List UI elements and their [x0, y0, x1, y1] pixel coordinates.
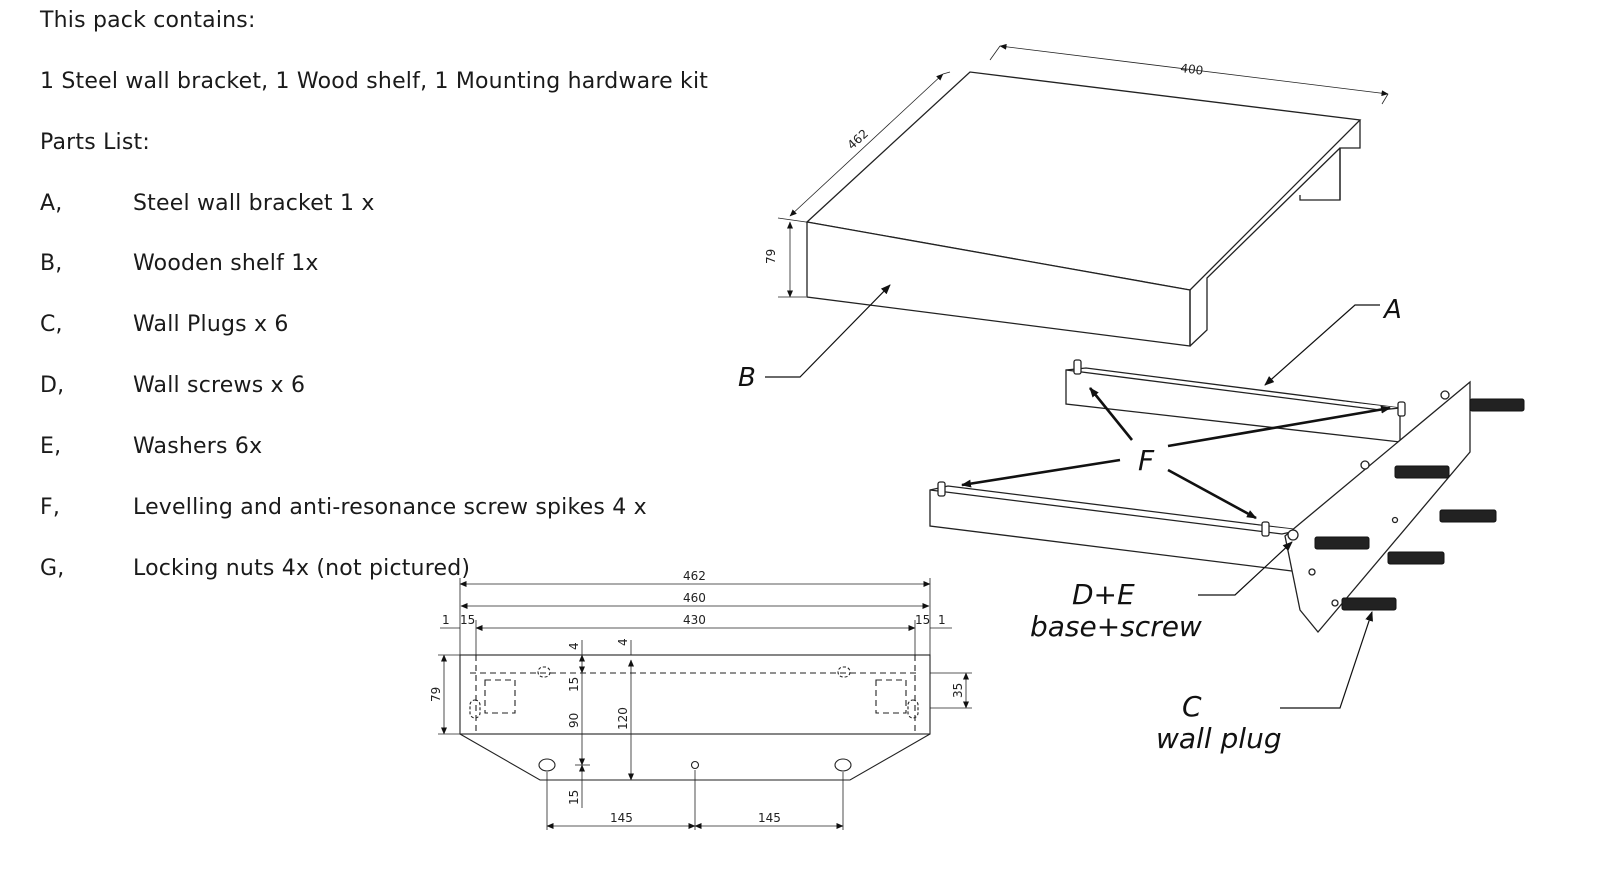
plan-dim-15-left: 15 [460, 613, 475, 627]
part-letter: B, [40, 251, 63, 276]
part-description: Wooden shelf 1x [133, 251, 319, 276]
plan-dim-1-right: 1 [938, 613, 946, 627]
dim-400-label: 400 [1180, 61, 1204, 78]
bracket-iso [929, 359, 1471, 634]
part-letter: F, [40, 495, 61, 520]
plan-dim-4-b: 4 [616, 638, 630, 646]
part-description: Steel wall bracket 1 x [133, 191, 375, 216]
plan-dim-430: 430 [683, 613, 706, 627]
callout-c [1280, 611, 1373, 709]
callout-f-arrows [961, 387, 1391, 520]
plan-dim-462: 462 [683, 569, 706, 583]
label-a: A [1382, 295, 1402, 325]
part-description: Washers 6x [133, 434, 263, 459]
plan-dim-90: 90 [567, 713, 581, 728]
parts-list-heading: Parts List: [40, 130, 150, 155]
callout-de [1198, 541, 1293, 596]
part-description: Locking nuts 4x (not pictured) [133, 556, 471, 581]
pack-contents-heading: This pack contains: [40, 8, 256, 33]
plan-dim-120: 120 [616, 707, 630, 730]
dim-462-label: 462 [845, 126, 871, 152]
callout-a [1264, 304, 1380, 386]
plan-dim-15-bottom: 15 [567, 790, 581, 805]
part-letter: G, [40, 556, 65, 581]
part-letter: D, [40, 373, 65, 398]
wall-plugs [1314, 398, 1525, 611]
part-letter: A, [40, 191, 63, 216]
plan-dim-1-left: 1 [442, 613, 450, 627]
part-letter: E, [40, 434, 62, 459]
plan-view [459, 654, 931, 781]
dim-79-label: 79 [764, 249, 778, 264]
plan-dim-145-left: 145 [610, 811, 633, 825]
plan-dim-4-a: 4 [567, 642, 581, 650]
label-b: B [738, 363, 756, 393]
label-c-sub: wall plug [1156, 722, 1282, 755]
callout-b [765, 284, 891, 378]
shelf-dimensions [777, 43, 1389, 298]
plan-dim-145-right: 145 [758, 811, 781, 825]
plan-dim-15-v: 15 [567, 677, 581, 692]
plan-dim-79: 79 [429, 687, 443, 702]
plan-dim-460: 460 [683, 591, 706, 605]
label-c: C [1182, 690, 1202, 723]
plan-dim-35: 35 [951, 683, 965, 698]
plan-dim-15-right: 15 [915, 613, 930, 627]
part-description: Levelling and anti-resonance screw spike… [133, 495, 647, 520]
shelf-iso [805, 71, 1362, 347]
part-description: Wall screws x 6 [133, 373, 306, 398]
part-description: Wall Plugs x 6 [133, 312, 289, 337]
pack-contents-text: 1 Steel wall bracket, 1 Wood shelf, 1 Mo… [40, 69, 709, 94]
label-de-sub: base+screw [1030, 610, 1202, 643]
label-de: D+E [1072, 578, 1135, 611]
part-letter: C, [40, 312, 63, 337]
plan-dimensions [438, 578, 972, 830]
label-f: F [1138, 444, 1155, 477]
